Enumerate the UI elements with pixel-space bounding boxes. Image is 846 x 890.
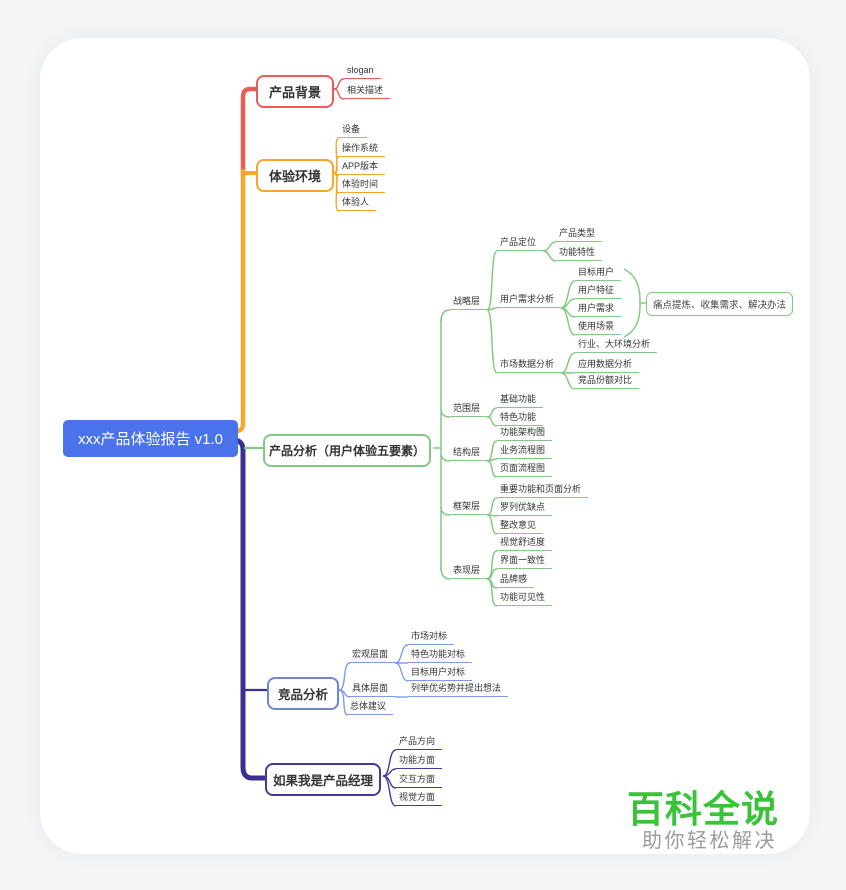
node-market-data-analysis[interactable]: 市场数据分析 xyxy=(497,358,562,373)
node-brand-feel[interactable]: 品牌感 xyxy=(497,573,535,588)
node-scope-layer[interactable]: 范围层 xyxy=(450,402,488,417)
node-slogan[interactable]: slogan xyxy=(344,64,381,79)
node-target-user-benchmark[interactable]: 目标用户对标 xyxy=(408,666,473,681)
node-product-background[interactable]: 产品背景 xyxy=(256,75,335,108)
node-pros-cons[interactable]: 罗列优缺点 xyxy=(497,501,553,516)
brace-curve xyxy=(623,268,641,338)
node-ui-consistency[interactable]: 界面一致性 xyxy=(497,554,553,569)
node-app-data-analysis[interactable]: 应用数据分析 xyxy=(575,358,640,373)
root-node[interactable]: xxx产品体验报告 v1.0 xyxy=(63,420,239,457)
node-visual-comfort[interactable]: 视觉舒适度 xyxy=(497,536,553,551)
node-special-functions[interactable]: 特色功能 xyxy=(497,411,544,426)
node-competitor-share[interactable]: 竞品份额对比 xyxy=(575,374,640,389)
node-function-visibility[interactable]: 功能可见性 xyxy=(497,591,553,606)
branch-competitor xyxy=(338,644,409,716)
node-business-flow[interactable]: 业务流程图 xyxy=(497,444,553,459)
node-key-function-page-analysis[interactable]: 重要功能和页面分析 xyxy=(497,483,589,498)
node-product-analysis[interactable]: 产品分析（用户体验五要素） xyxy=(263,434,432,467)
watermark-logo-text: 百科全说 xyxy=(627,789,779,830)
node-macro-level[interactable]: 宏观层面 xyxy=(349,648,396,663)
node-specific-level[interactable]: 具体层面 xyxy=(349,682,396,697)
node-experience-time[interactable]: 体验时间 xyxy=(339,178,386,193)
node-app-version[interactable]: APP版本 xyxy=(339,160,386,175)
node-feature-benchmark[interactable]: 特色功能对标 xyxy=(408,648,473,663)
node-framework-layer[interactable]: 框架层 xyxy=(450,500,488,515)
node-usage-scenario[interactable]: 使用场景 xyxy=(575,320,622,335)
node-related-description[interactable]: 相关描述 xyxy=(344,84,391,99)
node-market-benchmark[interactable]: 市场对标 xyxy=(408,630,455,645)
node-visual-aspect[interactable]: 视觉方面 xyxy=(396,791,443,806)
node-improvement-suggestions[interactable]: 整改意见 xyxy=(497,519,544,534)
node-experience-env[interactable]: 体验环境 xyxy=(256,159,335,192)
node-user-demand[interactable]: 用户需求 xyxy=(575,302,622,317)
node-function-architecture[interactable]: 功能架构图 xyxy=(497,426,553,441)
node-target-users[interactable]: 目标用户 xyxy=(575,266,622,281)
branch-if-pm xyxy=(382,749,397,807)
node-industry-analysis[interactable]: 行业、大环境分析 xyxy=(575,338,658,353)
trunk-indigo xyxy=(230,437,270,781)
node-user-needs-analysis[interactable]: 用户需求分析 xyxy=(497,293,562,308)
node-device[interactable]: 设备 xyxy=(339,123,368,138)
branch-product-analysis xyxy=(244,241,646,607)
node-product-positioning[interactable]: 产品定位 xyxy=(497,236,544,251)
node-feature-traits[interactable]: 功能特性 xyxy=(556,246,603,261)
node-structure-layer[interactable]: 结构层 xyxy=(450,446,488,461)
node-product-type[interactable]: 产品类型 xyxy=(556,227,603,242)
node-user-traits[interactable]: 用户特征 xyxy=(575,284,622,299)
watermark-tagline: 助你轻松解决 xyxy=(642,830,777,852)
node-interaction-aspect[interactable]: 交互方面 xyxy=(396,773,443,788)
node-overall-suggestion[interactable]: 总体建议 xyxy=(347,700,394,715)
node-experiencer[interactable]: 体验人 xyxy=(339,196,377,211)
trunk-orange xyxy=(230,168,259,434)
node-pros-cons-ideas[interactable]: 列举优劣势并提出想法 xyxy=(408,682,509,697)
node-product-direction[interactable]: 产品方向 xyxy=(396,735,443,750)
node-page-flow[interactable]: 页面流程图 xyxy=(497,462,553,477)
node-presentation-layer[interactable]: 表现层 xyxy=(450,564,488,579)
node-competitor-analysis[interactable]: 竞品分析 xyxy=(267,677,340,710)
trunk-red xyxy=(240,86,259,178)
node-function-aspect[interactable]: 功能方面 xyxy=(396,754,443,769)
node-if-pm[interactable]: 如果我是产品经理 xyxy=(265,763,382,796)
node-painpoint-callout[interactable]: 痛点提炼、收集需求、解决办法 xyxy=(646,292,794,316)
node-os[interactable]: 操作系统 xyxy=(339,142,386,157)
branch-experience-env xyxy=(333,137,340,212)
branch-product-background xyxy=(333,78,345,100)
node-strategy-layer[interactable]: 战略层 xyxy=(450,295,488,310)
node-basic-functions[interactable]: 基础功能 xyxy=(497,393,544,408)
